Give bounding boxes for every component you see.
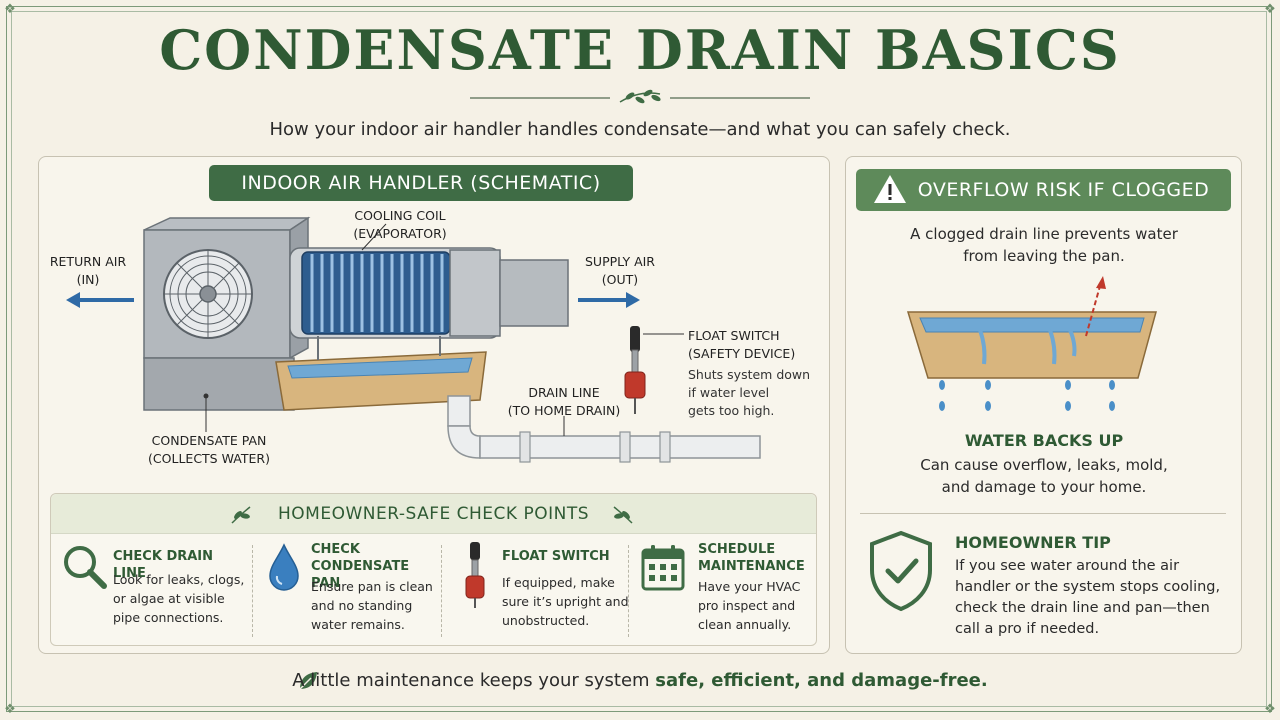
magnifier-icon [64, 546, 107, 589]
check-item-description: Have your HVAC pro inspect and clean ann… [698, 579, 801, 632]
float-switch-icon [465, 542, 485, 608]
footer-message: A little maintenance keeps your system s… [292, 670, 988, 691]
drain-line-pipe [447, 395, 761, 463]
outer-frame [6, 6, 1272, 712]
cooling-coil [289, 247, 569, 339]
corner-ornament-icon: ❖ [1264, 702, 1276, 717]
calendar-icon [641, 545, 685, 591]
return-air-arrow [66, 292, 134, 308]
shield-check-icon [870, 530, 932, 612]
corner-ornament-icon: ❖ [4, 2, 16, 17]
leaf-sprig-icon [613, 506, 633, 524]
float-switch-device [624, 326, 646, 414]
page-subtitle: How your indoor air handler handles cond… [269, 119, 1011, 140]
corner-ornament-icon: ❖ [1264, 2, 1276, 17]
corner-ornament-icon: ❖ [4, 702, 16, 717]
condensate-pan-label: CONDENSATE PAN (COLLECTS WATER) [148, 433, 270, 466]
float-switch-description: Shuts system down if water level gets to… [688, 367, 811, 418]
title-divider-leaf-icon [470, 89, 810, 104]
supply-air-label: SUPPLY AIR (OUT) [585, 254, 655, 287]
check-separator [252, 545, 253, 637]
tip-description: If you see water around the air handler … [955, 558, 1221, 637]
tip-divider [860, 513, 1226, 514]
backs-up-title: WATER BACKS UP [964, 431, 1124, 450]
leaf-icon [299, 672, 317, 690]
air-handler-schematic [66, 216, 761, 463]
overflow-banner: OVERFLOW RISK IF CLOGGED [856, 169, 1231, 211]
warning-icon [874, 175, 906, 203]
supply-air-arrow [578, 292, 640, 308]
inner-frame [11, 11, 1267, 707]
check-item-title: CHECK CONDENSATE PAN [311, 542, 410, 591]
check-item-description: If equipped, make sure it’s upright and … [502, 575, 629, 628]
check-item-title: CHECK DRAIN LINE [113, 549, 214, 581]
coil-leader-line [361, 223, 387, 251]
schematic-banner: INDOOR AIR HANDLER (SCHEMATIC) [209, 165, 633, 201]
check-item-title: SCHEDULE MAINTENANCE [698, 542, 805, 574]
backs-up-description: Can cause overflow, leaks, mold, and dam… [920, 456, 1168, 496]
overflowing-pan-illustration [906, 276, 1157, 411]
check-points-header [51, 494, 816, 534]
page-title: CONDENSATE DRAIN BASICS [159, 18, 1121, 82]
water-drop-icon [269, 543, 299, 591]
cooling-coil-label: COOLING COIL (EVAPORATOR) [353, 208, 447, 241]
check-separator [441, 545, 442, 637]
check-points-title: HOMEOWNER-SAFE CHECK POINTS [278, 504, 589, 524]
overflow-panel [845, 156, 1242, 654]
fan-icon [163, 249, 253, 339]
check-separator [628, 545, 629, 637]
return-air-label: RETURN AIR (IN) [49, 254, 127, 287]
overflow-intro: A clogged drain line prevents water from… [910, 225, 1178, 265]
check-points-panel: HOMEOWNER-SAFE CHECK POINTS [50, 493, 817, 646]
float-switch-label: FLOAT SWITCH (SAFETY DEVICE) [688, 328, 796, 361]
tip-title: HOMEOWNER TIP [955, 533, 1111, 552]
condensate-pan [275, 336, 487, 411]
check-item-description: Look for leaks, clogs, or algae at visib… [113, 572, 245, 625]
drain-line-label: DRAIN LINE (TO HOME DRAIN) [507, 385, 621, 418]
leaf-sprig-icon [231, 506, 251, 524]
check-item-title: FLOAT SWITCH [502, 549, 610, 564]
check-item-description: Ensure pan is clean and no standing wate… [311, 579, 433, 632]
